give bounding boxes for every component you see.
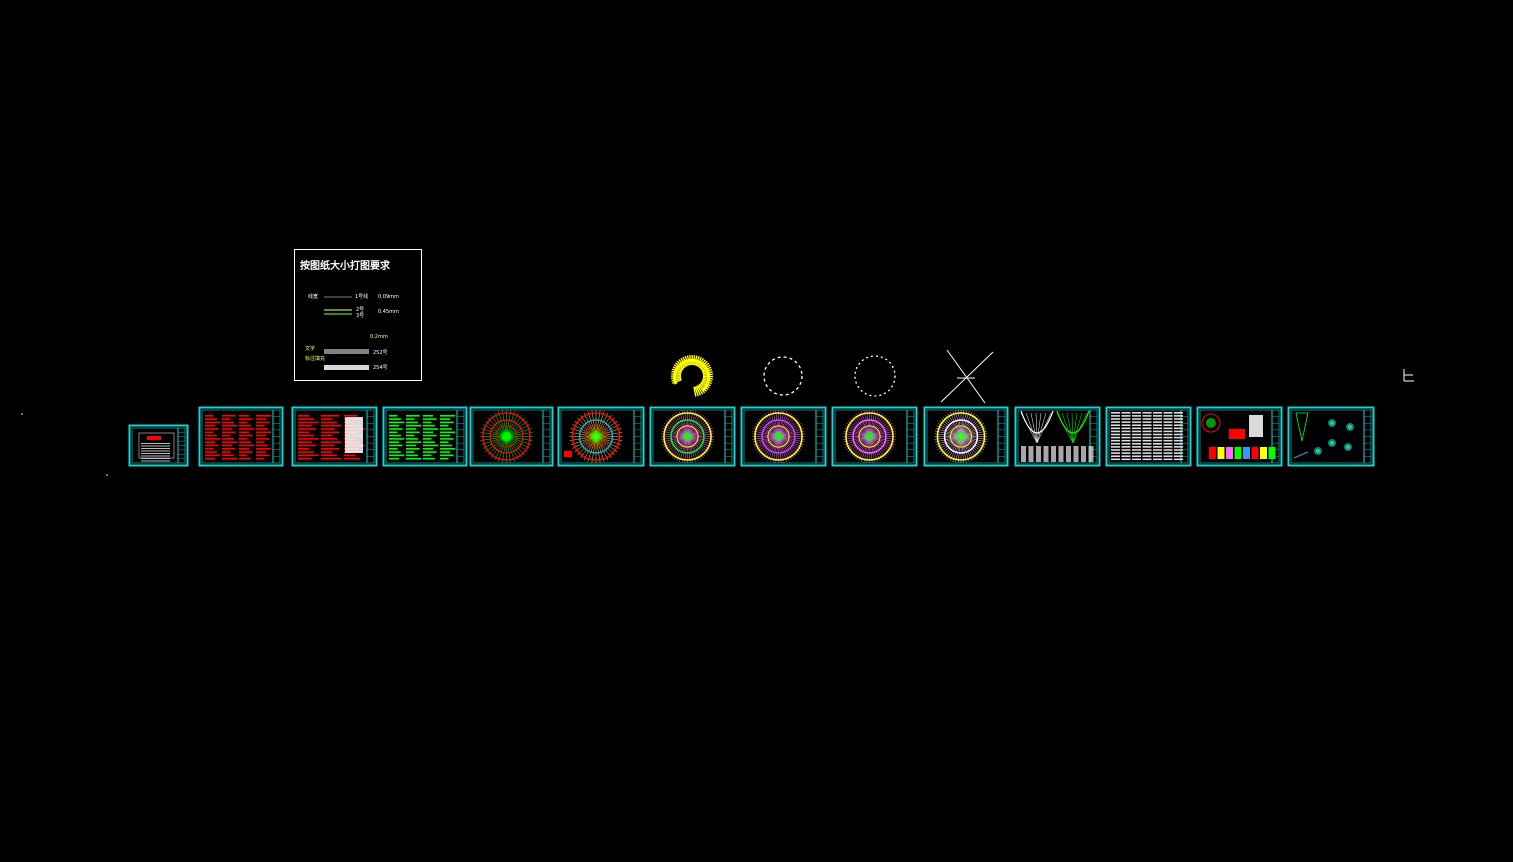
sheet-border: [740, 406, 827, 467]
drawing-sheet-radial-magenta[interactable]: [649, 406, 736, 467]
plot-legend-panel: 按图纸大小打图要求 线宽 1号线 0.09mm 2号 3号 0.45mm 0.2…: [294, 249, 422, 381]
sheet-border: [1014, 406, 1101, 467]
drawing-sheet-radial-red[interactable]: [469, 406, 554, 467]
legend-row3-value: 0.2mm: [370, 334, 388, 340]
sheet-border: [923, 406, 1009, 467]
sheet-border: [198, 406, 284, 467]
legend-row2-sub-b: 3号: [356, 313, 364, 319]
sheet-border: [557, 406, 645, 467]
legend-row1-value: 0.09mm: [378, 294, 399, 300]
legend-row4-value-b: 254号: [373, 365, 388, 371]
yellow-ring-block[interactable]: [670, 354, 714, 397]
cross-lines-block[interactable]: [940, 349, 994, 404]
drawing-sheet-radial-magenta-2[interactable]: [740, 406, 827, 467]
drawing-sheet-details-color[interactable]: [1196, 406, 1283, 467]
sheet-border: [291, 406, 378, 467]
drawing-sheet-cover[interactable]: [128, 424, 189, 467]
sheet-border: [1105, 406, 1192, 467]
drawing-sheet-notes-green[interactable]: [382, 406, 468, 467]
sheet-border: [649, 406, 736, 467]
legend-row1-sub: 1号线: [355, 293, 368, 300]
sheet-border: [469, 406, 554, 467]
legend-row4-value-a: 252号: [373, 350, 388, 356]
dashed-circle-left[interactable]: [763, 356, 803, 396]
legend-row2-value: 0.45mm: [378, 309, 399, 315]
drawing-sheet-details-small[interactable]: [1287, 406, 1375, 467]
legend-row4-label-a: 文字: [305, 345, 315, 352]
stray-point: [21, 413, 23, 415]
legend-row2-sub-a: 2号: [356, 307, 364, 313]
ucs-icon: [1403, 369, 1414, 382]
sheet-border: [1287, 406, 1375, 467]
dashed-circle-right[interactable]: [854, 355, 896, 397]
sheet-border: [831, 406, 918, 467]
drawing-sheet-radial-red-2[interactable]: [557, 406, 645, 467]
drawing-sheet-notes-red-white[interactable]: [291, 406, 378, 467]
sheet-border: [1196, 406, 1283, 467]
drawing-sheet-radial-white[interactable]: [923, 406, 1009, 467]
drawing-sheet-notes-red[interactable]: [198, 406, 284, 467]
legend-row1-label: 线宽: [308, 293, 318, 300]
drawing-sheet-elevation-lattice[interactable]: [1014, 406, 1101, 467]
drawing-sheets-row: [128, 406, 1375, 467]
stray-point: [106, 474, 108, 476]
sheet-border: [128, 424, 189, 467]
legend-row4-label-b: 标注填充: [305, 355, 325, 362]
drawing-sheet-radial-magenta-3[interactable]: [831, 406, 918, 467]
sheet-border: [382, 406, 468, 467]
drawing-sheet-schedule-table[interactable]: [1105, 406, 1192, 467]
legend-title: 按图纸大小打图要求: [300, 259, 391, 272]
